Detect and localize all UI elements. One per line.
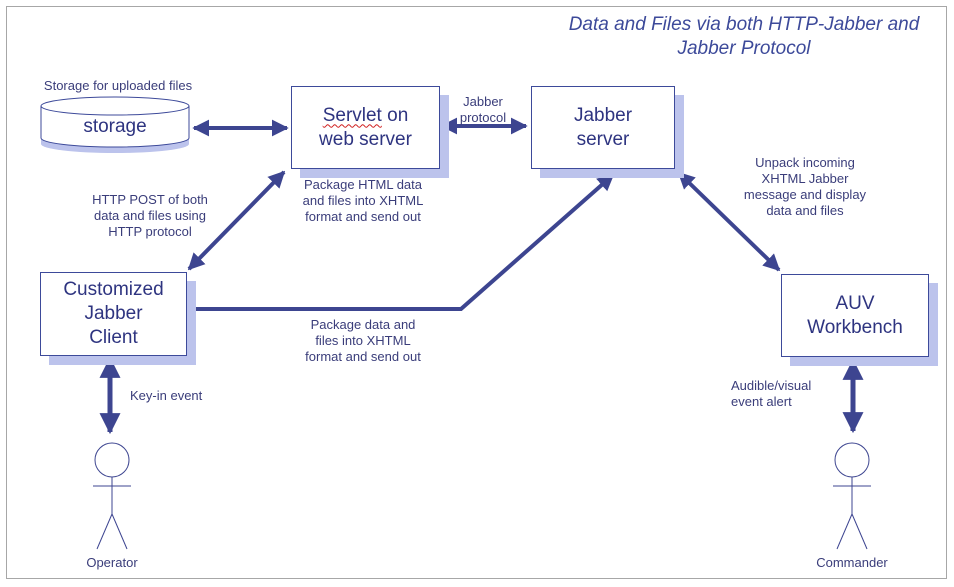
audible-alert-label: Audible/visual event alert: [731, 378, 812, 409]
storage-label: storage: [83, 116, 147, 137]
arrow-client-servlet: [187, 170, 286, 271]
auv-workbench-box: AUV Workbench: [781, 274, 929, 357]
unpack-label: Unpack incoming XHTML Jabber message and…: [743, 155, 867, 218]
operator-label: Operator: [86, 555, 138, 570]
servlet-line2: web server: [319, 128, 412, 150]
storage-caption: Storage for uploaded files: [43, 78, 193, 93]
jabber-client-box: Customized Jabber Client: [40, 272, 187, 356]
diagram-frame: [6, 6, 947, 579]
http-post-label: HTTP POST of both data and files using H…: [92, 192, 208, 239]
storage-cylinder: [40, 96, 190, 153]
commander-figure: [833, 442, 871, 550]
servlet-word: Servlet: [322, 104, 382, 126]
operator-figure: [93, 442, 131, 550]
diagram-title: Data and Files via both HTTP-Jabber and …: [568, 14, 920, 59]
jabber-protocol-label: Jabber protocol: [459, 94, 507, 125]
jabber-server-box: Jabber server: [531, 86, 675, 169]
package-html-label: Package HTML data and files into XHTML f…: [302, 177, 424, 224]
arrow-client-jabber-server: [187, 173, 615, 311]
commander-label: Commander: [816, 555, 888, 570]
arrow-jabber-server-workbench: [677, 171, 781, 272]
servlet-box: Servlet on web server: [291, 86, 440, 169]
key-in-event-label: Key-in event: [130, 388, 203, 403]
package-data-label: Package data and files into XHTML format…: [305, 317, 421, 364]
